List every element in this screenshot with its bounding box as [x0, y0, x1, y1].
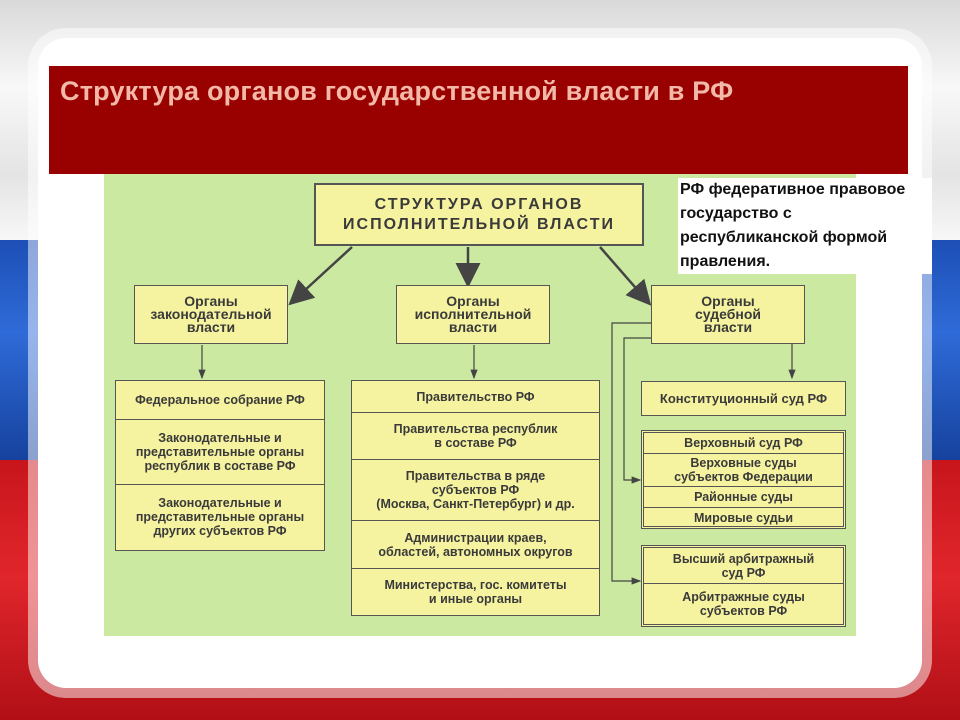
list-item: Правительство РФ [352, 381, 599, 413]
executive-bodies-list: Правительство РФ Правительства республик… [351, 380, 600, 616]
arrow-to-legislative [292, 247, 352, 302]
executive-branch-node: Органы исполнительной власти [396, 285, 550, 344]
list-item: Федеральное собрание РФ [116, 381, 324, 420]
list-item: Арбитражные суды субъектов РФ [644, 584, 843, 624]
legislative-bodies-list: Федеральное собрание РФ Законодательные … [115, 380, 325, 551]
list-item: Правительства в ряде субъектов РФ (Москв… [352, 460, 599, 521]
state-form-note: РФ федеративное правовое государство с р… [678, 178, 932, 274]
list-item: Законодательные и представительные орган… [116, 485, 324, 549]
list-item: Верховный суд РФ [644, 433, 843, 454]
arbitration-courts-list: Высший арбитражный суд РФ Арбитражные су… [641, 545, 846, 627]
list-item: Высший арбитражный суд РФ [644, 548, 843, 584]
legislative-branch-node: Органы законодательной власти [134, 285, 288, 344]
list-item: Администрации краев, областей, автономны… [352, 521, 599, 569]
judicial-branch-node: Органы судебной власти [651, 285, 805, 344]
root-node: СТРУКТУРА ОРГАНОВ ИСПОЛНИТЕЛЬНОЙ ВЛАСТИ [314, 183, 644, 246]
list-item: Районные суды [644, 487, 843, 508]
constitutional-court: Конституционный суд РФ [641, 381, 846, 416]
list-item: Законодательные и представительные орган… [116, 420, 324, 485]
list-item: Министерства, гос. комитеты и иные орган… [352, 569, 599, 614]
list-item: Мировые судьи [644, 508, 843, 528]
arrow-to-judicial [600, 247, 648, 302]
list-item: Правительства республик в составе РФ [352, 413, 599, 460]
list-item: Верховные суды субъектов Федерации [644, 454, 843, 487]
general-courts-list: Верховный суд РФ Верховные суды субъекто… [641, 430, 846, 529]
